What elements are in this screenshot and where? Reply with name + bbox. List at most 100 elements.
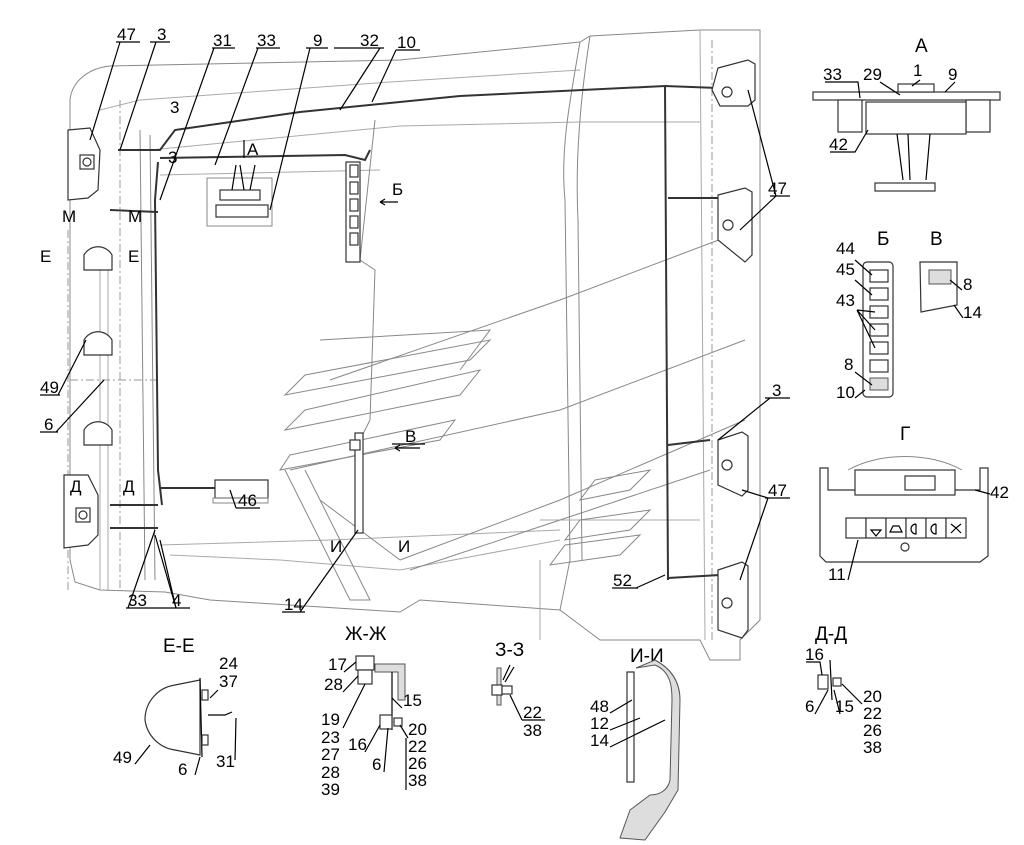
leader-lines: [40, 41, 790, 613]
section-zhzh-callout-19: 19: [321, 710, 340, 729]
section-zhzh-callout-17: 17: [328, 655, 347, 674]
callout-47-right2: 47: [768, 481, 787, 500]
section-dd-callout-16: 16: [805, 645, 824, 664]
view-v-title: В: [930, 229, 943, 250]
section-zz-callout-38: 38: [523, 721, 542, 740]
section-zhzh-callout-38: 38: [408, 771, 427, 790]
view-b-callout-10: 10: [836, 383, 855, 402]
view-a: А 1 29 9 33 42: [812, 36, 1001, 192]
callout-31: 31: [213, 31, 232, 50]
section-zhzh-title: Ж-Ж: [345, 624, 387, 645]
view-a-callout-1: 1: [913, 61, 922, 80]
marker-lamps: [83, 246, 113, 446]
view-a-title: А: [915, 36, 928, 57]
section-dd-callout-38: 38: [863, 738, 882, 757]
section-ii-callout-48: 48: [590, 697, 609, 716]
callout-47-right: 47: [768, 179, 787, 198]
section-dd-callout-26: 26: [863, 721, 882, 740]
section-m-right: М: [128, 207, 142, 226]
door-panel-stripes: [278, 229, 746, 601]
callout-47-tl: 47: [117, 25, 136, 44]
section-zz-title: З-З: [495, 640, 524, 661]
section-zz-callout-22: 22: [523, 703, 542, 722]
view-b-title: Б: [877, 229, 889, 250]
view-g-title: Г: [900, 424, 910, 445]
section-zhzh: Ж-Ж 17 28 15 19 23 27 28 39 16 6 20 22 2…: [321, 624, 427, 799]
view-b-callout-8: 8: [844, 355, 853, 374]
unit-46: [212, 479, 269, 504]
headlight-low-icon: [910, 523, 917, 535]
view-a-callout-29: 29: [863, 65, 882, 84]
section-zhzh-callout-28b: 28: [321, 763, 340, 782]
section-zhzh-callout-22: 22: [408, 737, 427, 756]
callout-3-b: 3: [168, 148, 177, 167]
view-g: Г 42 11: [819, 424, 1009, 584]
callout-52: 52: [613, 571, 632, 590]
section-ee-callout-24: 24: [219, 654, 238, 673]
view-b: Б 44 45 43 8 10: [836, 229, 894, 402]
section-zhzh-callout-26: 26: [408, 754, 427, 773]
callout-14: 14: [284, 595, 303, 614]
switch-panel: [345, 161, 361, 263]
washer-icon: [889, 525, 903, 533]
headlight-left-top: [67, 127, 101, 201]
view-arrow-b: Б: [392, 180, 403, 199]
section-ii: И-И 48 12 14: [590, 646, 681, 841]
cab-outline: [67, 29, 761, 661]
section-i-right: И: [398, 537, 410, 556]
callout-33-bot: 33: [128, 591, 147, 610]
headlight-high-icon: [930, 523, 937, 535]
section-ee-title: Е-Е: [163, 636, 195, 657]
section-ee-callout-31: 31: [216, 752, 235, 771]
panel-g-icon-row: [845, 517, 967, 539]
section-dd-callout-22: 22: [863, 704, 882, 723]
section-zhzh-callout-39: 39: [321, 780, 340, 799]
section-ii-callout-12: 12: [590, 714, 609, 733]
callout-3-tl: 3: [157, 25, 166, 44]
section-zhzh-callout-15: 15: [403, 691, 422, 710]
section-m-left: М: [62, 207, 76, 226]
section-ee: Е-Е 24 37 49 6 31: [113, 636, 238, 779]
callout-46: 46: [238, 491, 257, 510]
section-zhzh-callout-23: 23: [321, 728, 340, 747]
section-dd-title: Д-Д: [815, 624, 847, 645]
hazard-icon: [869, 529, 883, 537]
section-zhzh-callout-20: 20: [408, 720, 427, 739]
section-dd-callout-6: 6: [805, 697, 814, 716]
view-v-callout-14: 14: [963, 303, 982, 322]
section-d-right: Д: [123, 477, 135, 496]
callout-4: 4: [172, 591, 181, 610]
section-zhzh-callout-6: 6: [372, 755, 381, 774]
view-b-callout-45: 45: [836, 260, 855, 279]
callout-3-right: 3: [772, 381, 781, 400]
section-e-right: Е: [128, 247, 139, 266]
headlights-right: [711, 59, 756, 639]
section-marks: М М Е Е Д Д И И А Б В: [40, 140, 420, 556]
door-switch: [349, 432, 364, 534]
view-a-callout-33: 33: [823, 65, 842, 84]
view-b-callout-43: 43: [836, 291, 855, 310]
section-ee-callout-49: 49: [113, 748, 132, 767]
callout-32: 32: [360, 31, 379, 50]
view-g-callout-11: 11: [828, 565, 846, 584]
section-ee-callout-37: 37: [219, 672, 238, 691]
wiring-harness: [109, 84, 721, 581]
section-i-left: И: [330, 537, 342, 556]
view-v-callout-8: 8: [963, 275, 972, 294]
section-zhzh-callout-16: 16: [348, 735, 367, 754]
section-zz: З-З 22 38: [491, 640, 545, 740]
view-arrow-a: А: [247, 140, 259, 159]
section-zhzh-callout-27: 27: [321, 745, 340, 764]
section-zhzh-callout-28: 28: [324, 675, 343, 694]
view-arrow-v: В: [405, 427, 416, 446]
headlight-left-bottom: [63, 474, 99, 549]
callout-3-a: 3: [170, 98, 179, 117]
section-d-left: Д: [70, 477, 82, 496]
callout-49: 49: [40, 378, 59, 397]
callout-6: 6: [44, 415, 53, 434]
section-dd-callout-20: 20: [863, 687, 882, 706]
section-dd: Д-Д 16 6 15 20 22 26 38: [805, 624, 882, 757]
callout-9: 9: [313, 31, 322, 50]
view-b-callout-44: 44: [836, 239, 855, 258]
